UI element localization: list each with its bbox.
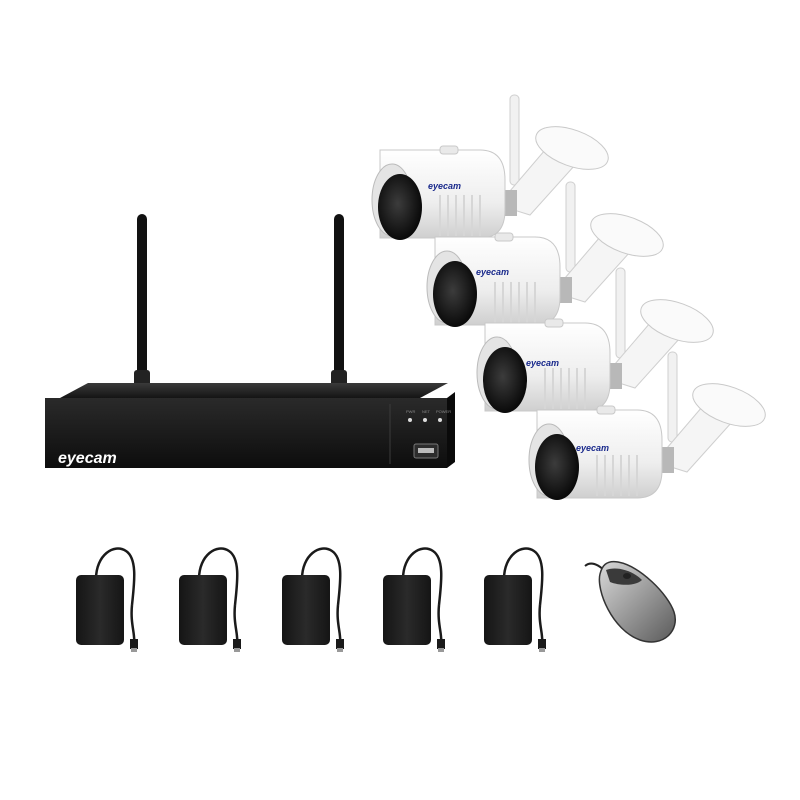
power-adapter-4: [383, 547, 445, 652]
camera-1: eyecam: [371, 94, 609, 240]
camera-antenna: [667, 351, 678, 443]
camera-mount-bracket: [552, 213, 664, 303]
power-adapter-2: [179, 547, 241, 652]
led-label-2: NET: [422, 409, 431, 414]
power-adapter-5: [484, 547, 546, 652]
mouse-icon: [584, 560, 676, 643]
power-adapter-3: [282, 547, 344, 652]
camera-mount-bracket: [654, 383, 766, 473]
nvr-brand-label: eyecam: [58, 450, 117, 467]
camera-brand-label: eyecam: [576, 443, 609, 453]
usb-port-icon: [413, 443, 439, 459]
nvr-antenna-left: [134, 214, 150, 394]
camera-antenna: [565, 181, 576, 273]
camera-4: eyecam: [528, 351, 766, 500]
camera-brand-label: eyecam: [428, 181, 461, 191]
camera-2: eyecam: [426, 181, 664, 327]
camera-brand-label: eyecam: [476, 267, 509, 277]
led-label-3: POWER: [436, 409, 451, 414]
camera-antenna: [509, 94, 520, 186]
power-adapter-1: [76, 547, 138, 652]
led-label-1: PWR: [406, 409, 415, 414]
nvr-recorder: PWR NET POWER eyecam: [45, 214, 455, 468]
nvr-indicator-leds: PWR NET POWER: [406, 409, 451, 422]
camera-3: eyecam: [476, 267, 714, 413]
camera-antenna: [615, 267, 626, 359]
nvr-antenna-right: [331, 214, 347, 394]
camera-mount-bracket: [497, 126, 609, 216]
camera-brand-label: eyecam: [526, 358, 559, 368]
camera-mount-bracket: [602, 299, 714, 389]
nvr-front-panel: [45, 398, 447, 468]
